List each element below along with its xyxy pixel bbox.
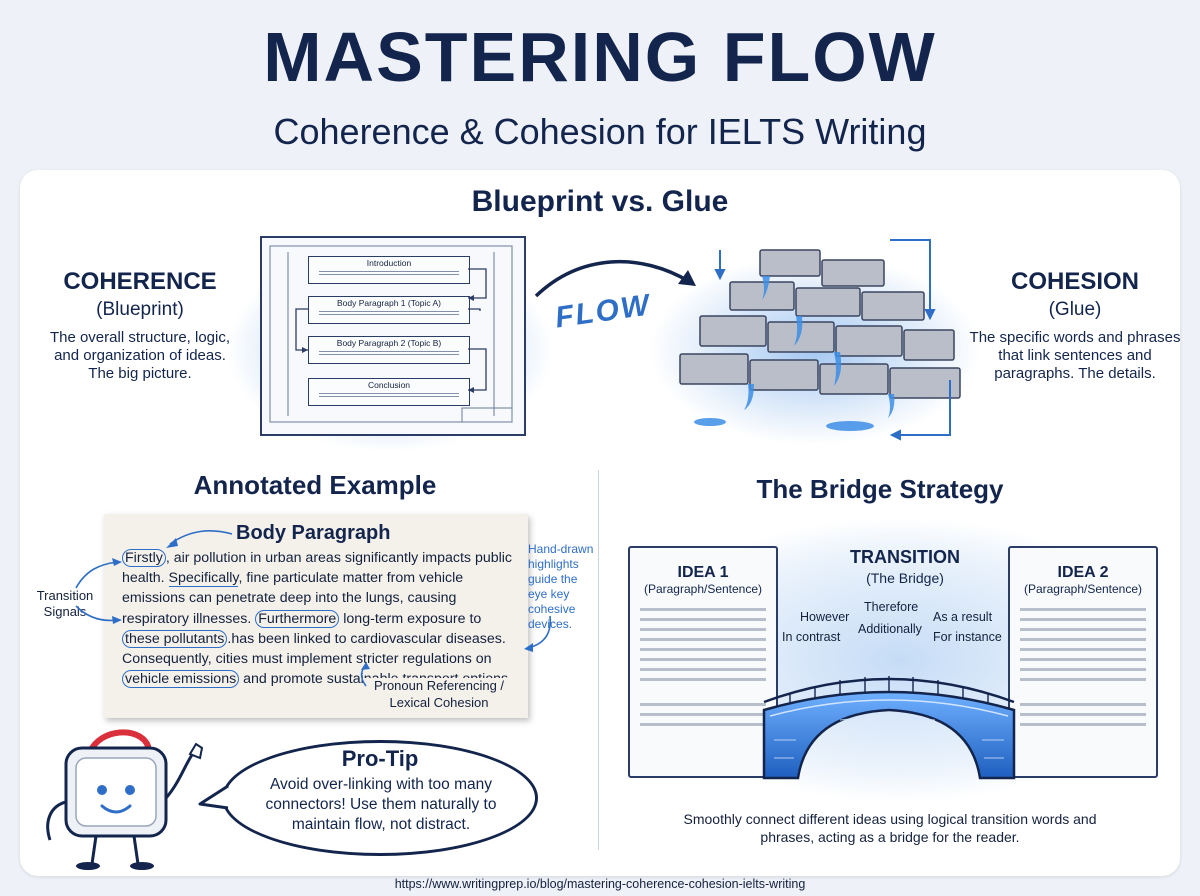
pointer-arrow-icon: [360, 662, 370, 687]
cohesion-subtitle: (Glue): [1048, 299, 1102, 320]
bricks-glue-icon: [650, 239, 980, 445]
blueprint-lines-icon: [269, 245, 513, 423]
paragraph-text: .has been linked to cardiovascular disea…: [227, 630, 506, 647]
bubble-tail-icon: [198, 784, 229, 810]
transition-word: Therefore: [864, 600, 919, 614]
paragraph-text: , air pollution in urban areas significa…: [122, 550, 513, 587]
mascot-character-icon: [46, 729, 204, 870]
idea-2-lines: [1010, 608, 1156, 726]
reference-these-pollutants: these pollutants: [122, 629, 228, 648]
blueprint-vs-glue-heading: Blueprint vs. Glue: [471, 185, 729, 218]
annotated-paragraph: Firstly, air pollution in urban areas si…: [122, 548, 518, 689]
transition-word: For instance: [933, 630, 1002, 644]
idea-1-title: IDEA 1: [677, 564, 729, 581]
blueprint-box-body-1: Body Paragraph 1 (Topic A): [308, 296, 470, 324]
transition-furthermore: Furthermore: [255, 609, 340, 628]
coherence-subtitle: (Blueprint): [96, 299, 184, 320]
idea-1-card: IDEA 1 (Paragraph/Sentence): [628, 546, 778, 778]
transition-signals-label: Transition Signals: [36, 588, 94, 620]
pro-tip-text: Avoid over-linking with too many connect…: [265, 776, 497, 833]
blueprint-box-label: Body Paragraph 1 (Topic A): [337, 298, 441, 308]
flow-arrow-icon: [534, 259, 696, 298]
blueprint-box-label: Body Paragraph 2 (Topic B): [336, 338, 442, 348]
pronoun-referencing-label: Pronoun Referencing / Lexical Cohesion: [364, 678, 514, 712]
footer-url[interactable]: https://www.writingprep.io/blog/masterin…: [394, 877, 806, 891]
paragraph-text: , fine particulate matter from vehicle e…: [122, 570, 464, 627]
transition-firstly: Firstly: [122, 549, 166, 567]
transition-word: As a result: [933, 610, 993, 624]
blueprint-diagram: Introduction Body Paragraph 1 (Topic A) …: [260, 236, 526, 436]
curved-arrow-icon: [524, 615, 552, 652]
coherence-block: COHERENCE (Blueprint) The overall struct…: [40, 268, 240, 383]
transition-word: However: [800, 610, 850, 624]
transition-word: In contrast: [782, 630, 841, 644]
bridge-caption: Smoothly connect different ideas using l…: [683, 811, 1097, 846]
section-divider: [598, 470, 599, 850]
annotated-example-heading: Annotated Example: [193, 470, 437, 500]
page-title: MASTERING FLOW: [263, 18, 937, 96]
body-paragraph-title: Body Paragraph: [236, 522, 391, 544]
coherence-title: COHERENCE: [63, 268, 217, 295]
pro-tip-title: Pro-Tip: [341, 746, 419, 771]
paragraph-text: long-term exposure to: [339, 610, 482, 627]
transition-consequently: Consequently: [122, 651, 208, 668]
transition-word: Additionally: [858, 622, 922, 636]
reference-vehicle-emissions: vehicle emissions: [122, 670, 240, 689]
idea-1-subtitle: (Paragraph/Sentence): [643, 582, 763, 596]
idea-2-title: IDEA 2: [1057, 564, 1109, 581]
pro-tip-bubble: [222, 740, 538, 856]
blueprint-box-body-2: Body Paragraph 2 (Topic B): [308, 336, 470, 364]
blueprint-box-label: Introduction: [366, 258, 412, 268]
idea-2-card: IDEA 2 (Paragraph/Sentence): [1008, 546, 1158, 778]
transition-subtitle: (The Bridge): [866, 570, 944, 586]
paragraph-text: , cities must implement stricter regulat…: [207, 651, 492, 668]
transition-specifically: Specifically: [168, 570, 239, 588]
cohesion-block: COHESION (Glue) The specific words and p…: [965, 268, 1185, 383]
cohesion-description: The specific words and phrases that link…: [969, 329, 1181, 382]
idea-2-subtitle: (Paragraph/Sentence): [1023, 582, 1143, 596]
blueprint-box-label: Conclusion: [367, 380, 411, 390]
cohesion-title: COHESION: [1010, 268, 1139, 295]
bridge-strategy-heading: The Bridge Strategy: [756, 474, 1004, 504]
transition-arrows-icon: [75, 558, 122, 624]
bridge-icon: [762, 676, 1016, 780]
blueprint-box-conclusion: Conclusion: [308, 378, 470, 406]
transition-title: TRANSITION: [850, 547, 960, 567]
arrow-icon: [166, 530, 233, 548]
page-subtitle: Coherence & Cohesion for IELTS Writing: [273, 111, 927, 152]
blueprint-box-introduction: Introduction: [308, 256, 470, 284]
coherence-description: The overall structure, logic, and organi…: [49, 329, 231, 382]
idea-1-lines: [630, 608, 776, 726]
